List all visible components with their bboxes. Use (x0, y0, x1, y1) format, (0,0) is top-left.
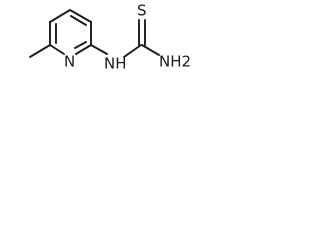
bond-ring-n-c6 (49, 44, 65, 55)
pyridine-ring (49, 9, 92, 55)
bond-nh-c (123, 44, 142, 58)
atom-label-nh: NH (104, 55, 127, 73)
bond-c2-nh (90, 44, 108, 55)
bond-ring-c2-n-inner (74, 41, 87, 49)
bond-ring-c4-c3 (69, 9, 92, 23)
bond-c-nh2 (141, 44, 160, 56)
bond-ring-c4-c3-inner (70, 15, 87, 26)
bond-methyl (29, 44, 51, 58)
bond-ring-c5-c4 (49, 9, 71, 23)
atom-label-ring-nitrogen: N (64, 53, 75, 71)
atom-label-sulfur: S (137, 2, 147, 20)
chemical-structure-diagram: N NH S NH2 (29, 2, 191, 73)
bond-ring-c2-n (75, 44, 92, 55)
atom-label-nh2: NH2 (159, 53, 191, 71)
